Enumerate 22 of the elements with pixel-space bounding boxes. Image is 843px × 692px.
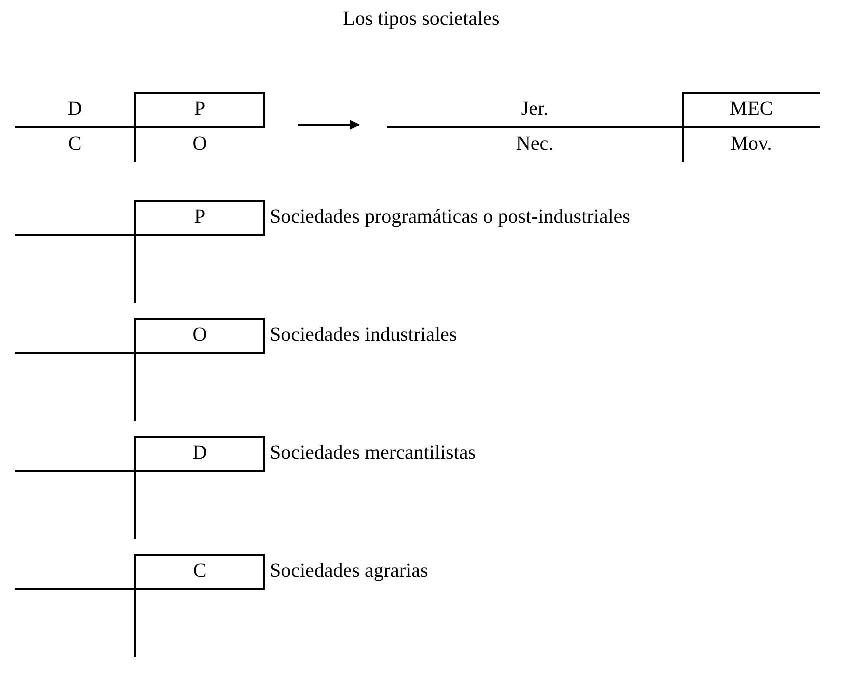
quadrant-label: D [192,441,208,466]
quadrant-label: Nec. [515,132,555,157]
description-text: Sociedades programáticas o post-industriales [270,205,630,230]
description-text: Sociedades mercantilistas [270,441,476,466]
quadrant-label: P [193,97,207,122]
quadrant-symbol [15,436,265,539]
description-text: Sociedades industriales [270,323,458,348]
quadrant-symbol [15,554,265,657]
quadrant-label: Mov. [730,132,774,157]
quadrant-label: C [192,559,208,584]
quadrant-label: D [66,97,84,122]
quadrant-label: P [193,205,207,230]
quadrant-label: C [67,132,83,157]
quadrant-symbol [15,318,265,421]
quadrant-symbol [15,200,265,303]
arrow [298,120,360,130]
quadrant-label: O [192,323,208,348]
description-text: Sociedades agrarias [270,559,428,584]
quadrant-label: MEC [728,97,774,122]
quadrant-label: Jer. [520,97,550,122]
diagram-title: Los tipos societales [342,8,501,31]
quadrant-label: O [192,132,208,157]
